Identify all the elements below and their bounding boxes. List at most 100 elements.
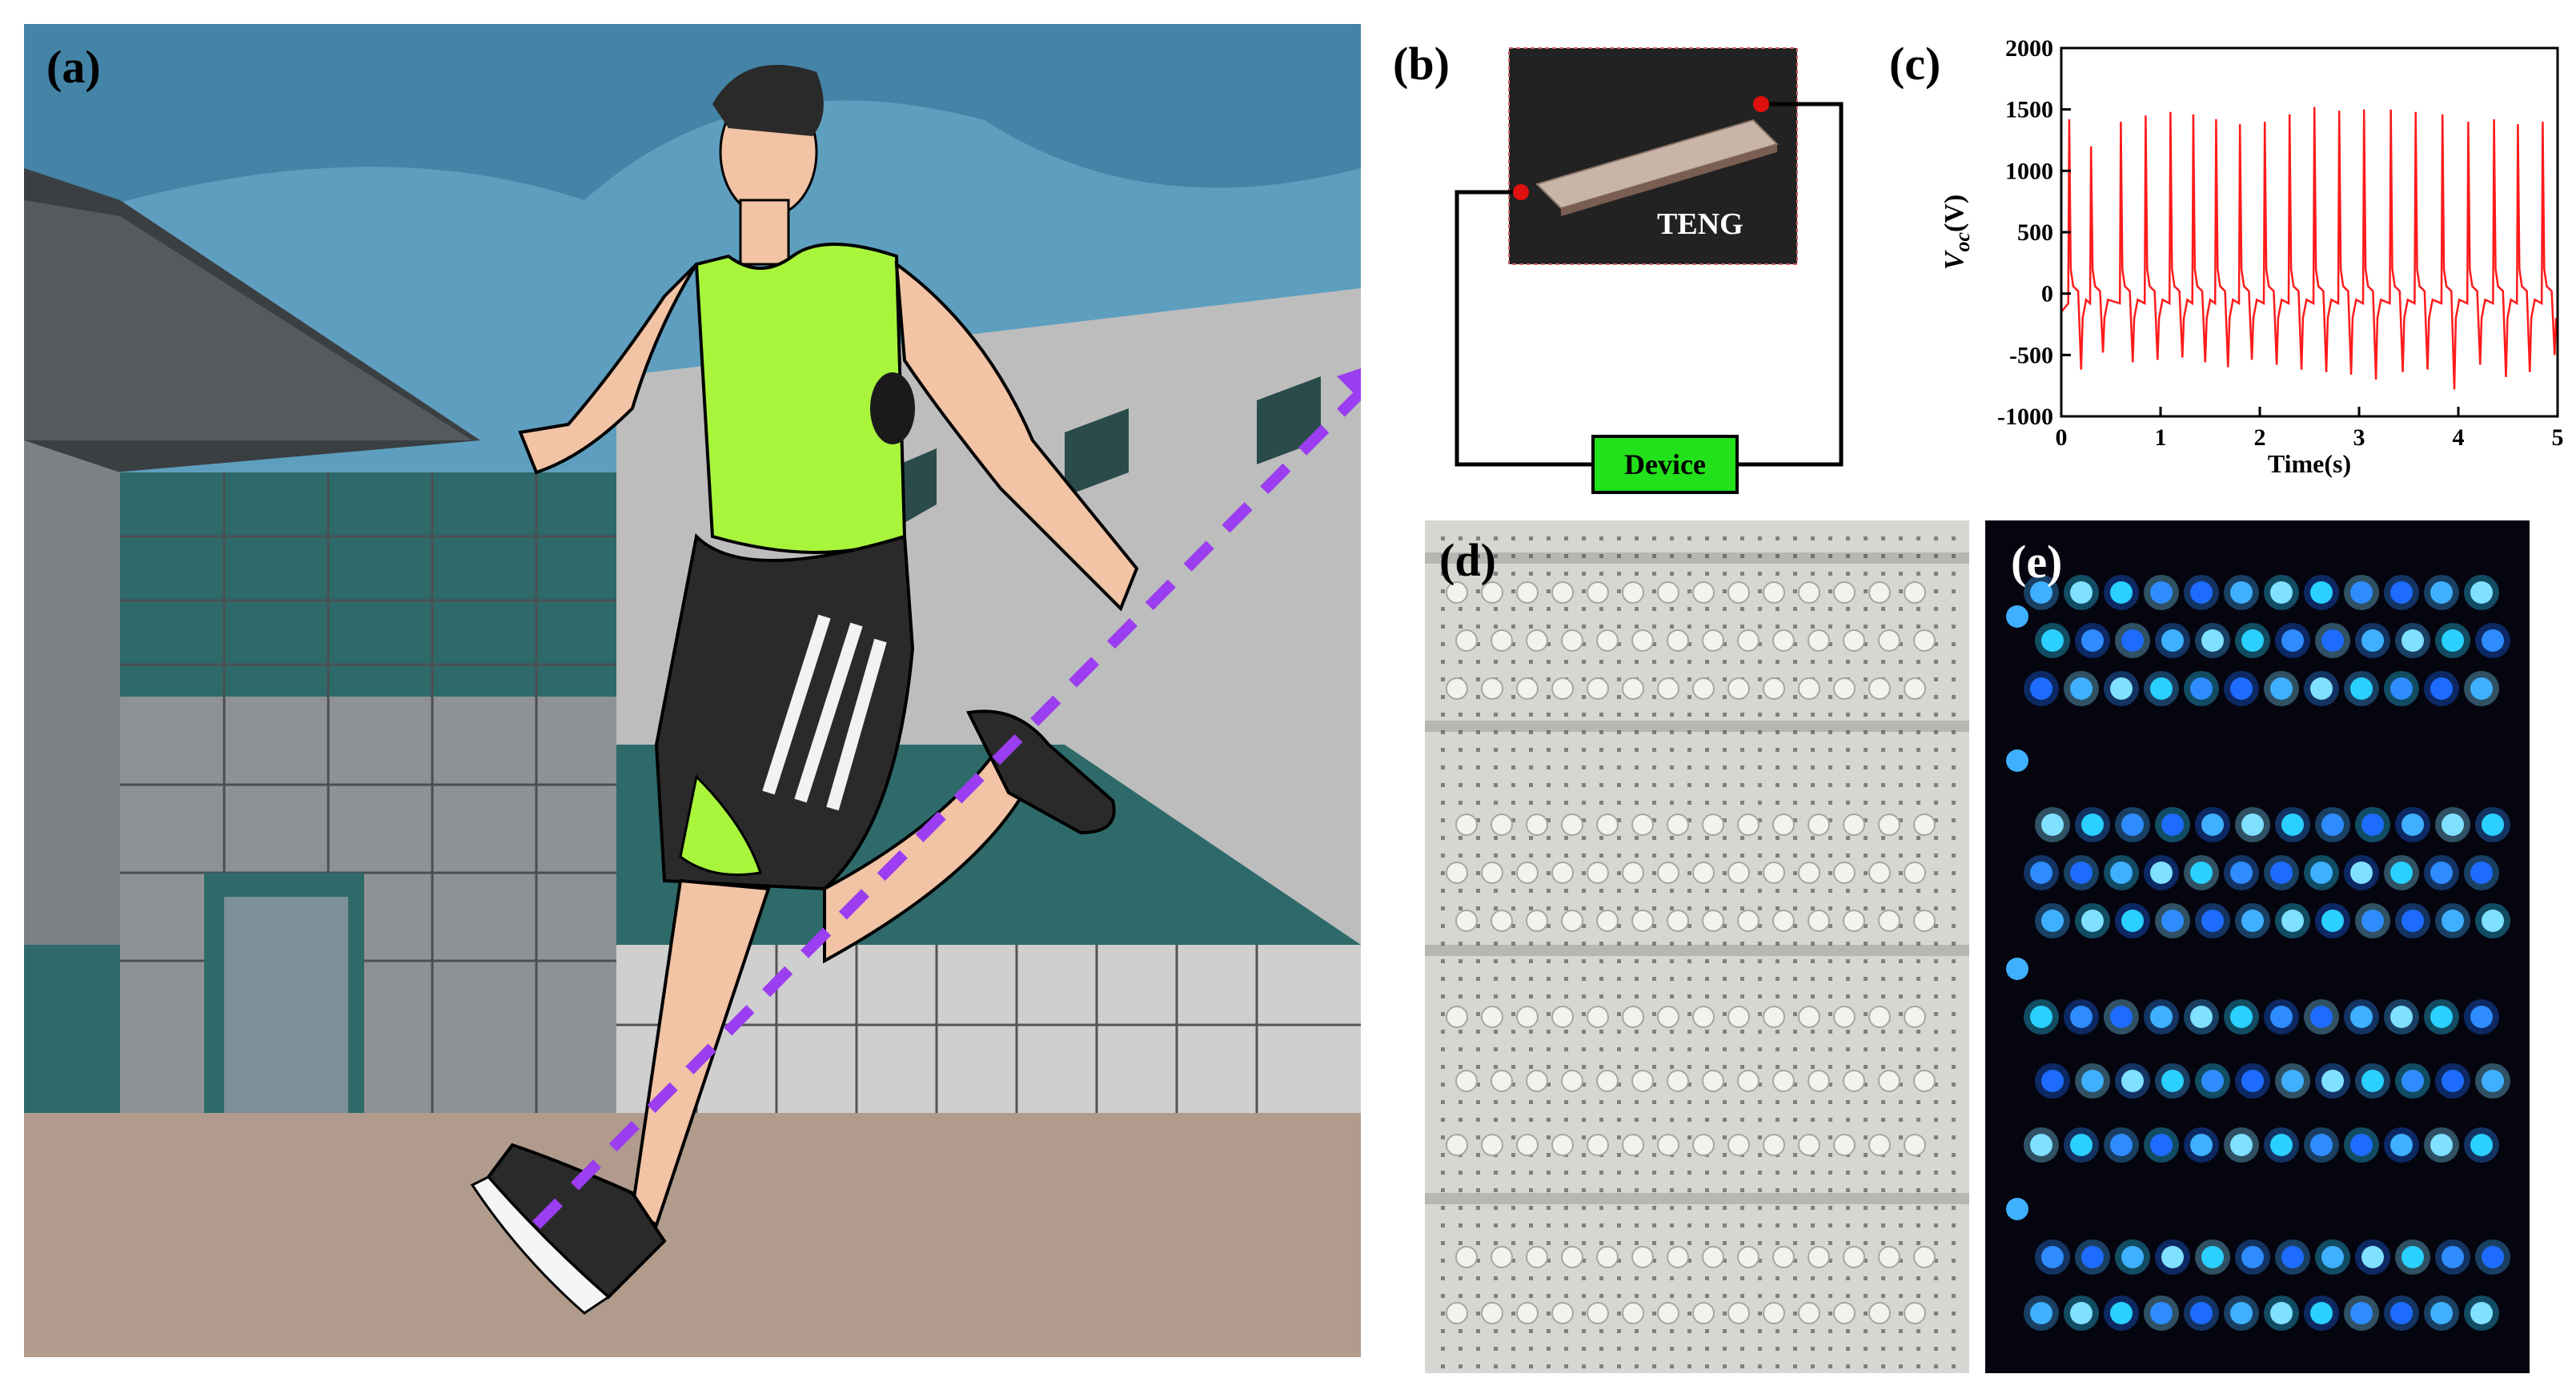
board-hole <box>1811 713 1815 717</box>
board-hole <box>1740 765 1744 769</box>
led-on <box>2070 1006 2092 1028</box>
board-hole <box>1828 1223 1832 1227</box>
board-hole <box>1687 1188 1691 1192</box>
board-hole <box>1793 871 1797 875</box>
board-hole <box>1652 1364 1656 1368</box>
board-hole <box>1459 1364 1463 1368</box>
board-hole <box>1441 1171 1445 1175</box>
board-hole <box>1952 1171 1956 1175</box>
board-hole <box>1494 625 1498 629</box>
board-hole <box>1599 1364 1603 1368</box>
led-off <box>1737 1070 1759 1092</box>
led-on <box>2110 581 2133 604</box>
board-hole <box>1582 1364 1586 1368</box>
board-hole <box>1811 1030 1815 1034</box>
board-hole <box>1811 959 1815 963</box>
board-hole <box>1441 1153 1445 1157</box>
board-hole <box>1846 1329 1850 1333</box>
board-hole <box>1881 1329 1885 1333</box>
led-off <box>1843 1070 1865 1092</box>
board-hole <box>1687 977 1691 981</box>
board-hole <box>1864 1259 1868 1263</box>
board-hole <box>1547 536 1551 540</box>
led-off <box>1808 1070 1830 1092</box>
led-on <box>2482 1070 2504 1092</box>
board-hole <box>1670 1030 1674 1034</box>
board-hole <box>1916 1047 1920 1051</box>
board-hole <box>1934 1347 1938 1351</box>
led-on <box>2006 749 2028 772</box>
board-hole <box>1934 607 1938 611</box>
board-hole <box>1811 1206 1815 1210</box>
board-hole <box>1864 536 1868 540</box>
board-hole <box>1723 836 1727 840</box>
board-hole <box>1899 677 1903 681</box>
board-hole <box>1494 1030 1498 1034</box>
led-on <box>2281 1246 2304 1268</box>
board-hole <box>1494 1241 1498 1245</box>
board-hole <box>1793 536 1797 540</box>
board-hole <box>1705 1276 1709 1280</box>
board-hole <box>1617 801 1621 805</box>
board-hole <box>1511 801 1515 805</box>
dark-background <box>1985 520 2530 1373</box>
board-hole <box>1846 1118 1850 1122</box>
left-glass <box>24 945 120 1113</box>
board-hole <box>1846 1364 1850 1368</box>
board-hole <box>1740 1030 1744 1034</box>
board-hole <box>1547 906 1551 910</box>
board-hole <box>1670 1276 1674 1280</box>
led-off <box>1843 1246 1865 1268</box>
board-hole <box>1599 942 1603 946</box>
board-hole <box>1952 625 1956 629</box>
led-off <box>1657 1302 1679 1324</box>
led-on <box>2281 1070 2304 1092</box>
board-hole <box>1723 871 1727 875</box>
board-hole <box>1776 1294 1780 1298</box>
led-on <box>2030 1006 2052 1028</box>
board-hole <box>1793 1188 1797 1192</box>
board-hole <box>1899 836 1903 840</box>
led-on <box>2110 1134 2133 1156</box>
board-hole <box>1652 536 1656 540</box>
board-hole <box>1881 1118 1885 1122</box>
board-hole <box>1476 730 1480 734</box>
led-off <box>1798 581 1820 604</box>
board-hole <box>1899 660 1903 664</box>
led-off <box>1763 1302 1785 1324</box>
board-hole <box>1670 713 1674 717</box>
led-off <box>1667 910 1689 932</box>
board-hole <box>1740 1118 1744 1122</box>
board-hole <box>1899 889 1903 893</box>
led-off <box>1491 629 1513 652</box>
led-off <box>1692 862 1715 884</box>
board-hole <box>1459 1171 1463 1175</box>
led-on <box>2190 581 2213 604</box>
board-hole <box>1687 536 1691 540</box>
board-hole <box>1476 1206 1480 1210</box>
board-hole <box>1635 1118 1639 1122</box>
board-hole <box>1864 730 1868 734</box>
board-hole <box>1459 730 1463 734</box>
board-hole <box>1529 942 1533 946</box>
led-on <box>2442 1246 2464 1268</box>
led-off <box>1868 581 1891 604</box>
board-hole <box>1881 1206 1885 1210</box>
board-hole <box>1864 1364 1868 1368</box>
board-hole <box>1864 1030 1868 1034</box>
board-hole <box>1564 836 1568 840</box>
board-hole <box>1547 1206 1551 1210</box>
board-hole <box>1723 1171 1727 1175</box>
board-hole <box>1723 854 1727 858</box>
board-hole <box>1564 977 1568 981</box>
board-hole <box>1459 1047 1463 1051</box>
led-on <box>2190 1134 2213 1156</box>
led-off <box>1622 862 1644 884</box>
board-hole <box>1511 554 1515 558</box>
y-axis-label-unit: (V) <box>1940 195 1969 232</box>
board-hole <box>1617 625 1621 629</box>
board-hole <box>1828 625 1832 629</box>
board-hole <box>1846 959 1850 963</box>
board-hole <box>1811 1188 1815 1192</box>
board-hole <box>1476 1188 1480 1192</box>
